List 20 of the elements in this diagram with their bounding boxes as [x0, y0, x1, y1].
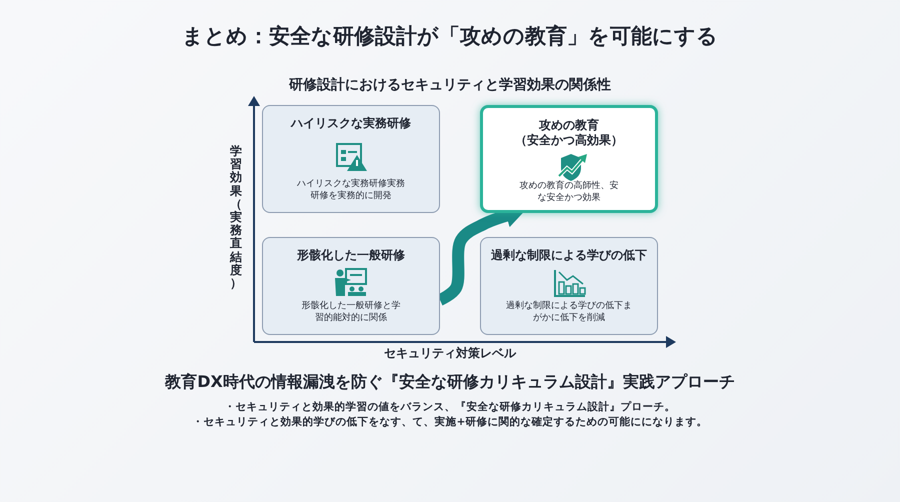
quadrant-subheading: （安全かつ高効果）: [514, 133, 624, 148]
quadrant-description: 形骸化した一般研修と学習的能対的に関係: [300, 300, 402, 324]
bullet-text: ・セキュリティと効果的学びの低下をなす、て、実施+研修に関的な確定するための可能にになります。: [192, 415, 708, 429]
quadrant-heading: 形骸化した一般研修: [296, 248, 406, 263]
quadrant-description: ハイリスクな実務研修実務研修を実務的に開発: [297, 178, 405, 202]
chart-subtitle: 研修設計におけるセキュリティと学習効果の関係性: [288, 76, 612, 94]
quadrant-box: [262, 237, 440, 335]
bullet-text: ・セキュリティと効果的学習の値をバランス、『安全な研修カリキュラム設計』プローチ。: [224, 400, 676, 414]
quadrant-description: 攻めの教育の高師性、安な安全かつ効果: [518, 180, 620, 204]
quadrant-description: 過剰な制限による学びの低下まがかに低下を削減: [506, 300, 632, 324]
quadrant-box: [262, 105, 440, 213]
quadrant-heading: 攻めの教育: [538, 118, 600, 133]
quadrant-box: [480, 237, 658, 335]
title: まとめ：安全な研修設計が「攻めの教育」を可能にする: [181, 23, 719, 50]
quadrant-heading: ハイリスクな実務研修: [290, 116, 412, 131]
y-axis-label: 学習効果（実務直結度）: [230, 145, 242, 290]
section-heading: 教育DX時代の情報漏洩を防ぐ『安全な研修カリキュラム設計』実践アプローチ: [164, 372, 736, 393]
x-axis-label: セキュリティ対策レベル: [383, 345, 518, 362]
highlighted-quadrant-box: [480, 105, 658, 213]
quadrant-heading: 過剰な制限による学びの低下: [490, 248, 648, 263]
